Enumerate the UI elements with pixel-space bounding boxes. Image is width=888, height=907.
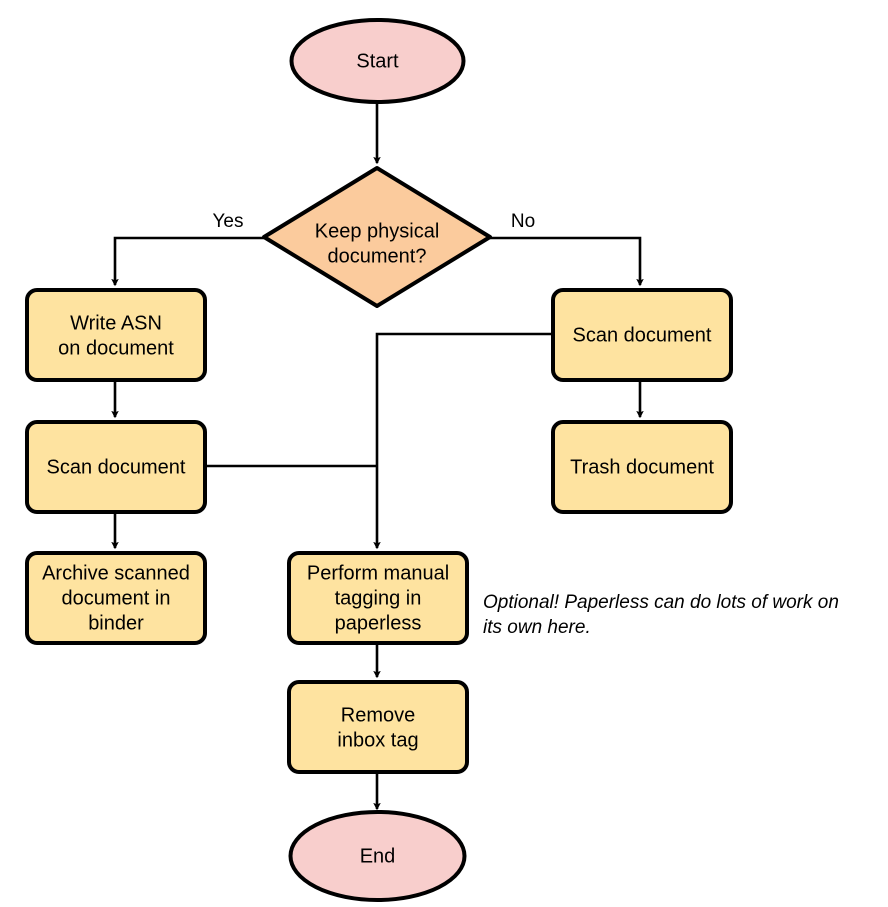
start-ellipse[interactable] bbox=[289, 18, 466, 104]
node-start[interactable]: Start bbox=[289, 18, 466, 104]
node-end[interactable]: End bbox=[288, 810, 467, 902]
scan-document-left-label: Scan document bbox=[47, 456, 186, 478]
node-perform-manual-tagging[interactable]: Perform manual tagging in paperless bbox=[287, 551, 469, 645]
node-remove-inbox-tag[interactable]: Remove inbox tag bbox=[287, 680, 469, 774]
scan-document-right-box[interactable] bbox=[551, 288, 733, 382]
edge-label-layer: Yes No bbox=[213, 211, 536, 232]
decision-label-line2: document? bbox=[328, 245, 427, 267]
archive-label-line3: binder bbox=[88, 612, 144, 634]
edge-decision-yes-to-write-asn bbox=[111, 236, 264, 287]
write-asn-label-line1: Write ASN bbox=[70, 312, 162, 334]
archive-label-line1: Archive scanned bbox=[42, 562, 190, 584]
edge-label-yes: Yes bbox=[213, 211, 244, 232]
edge-label-no: No bbox=[511, 211, 535, 232]
optional-note-line1: Optional! Paperless can do lots of work … bbox=[483, 592, 839, 613]
node-decision-keep-physical-document[interactable]: Keep physical document? bbox=[262, 166, 492, 308]
start-label: Start bbox=[356, 50, 399, 72]
archive-label-line2: document in bbox=[62, 587, 171, 609]
scan-document-right-label: Scan document bbox=[573, 324, 712, 346]
tagging-label-line1: Perform manual bbox=[307, 562, 449, 584]
archive-box[interactable] bbox=[25, 551, 207, 645]
trash-document-label: Trash document bbox=[570, 456, 714, 478]
decision-label-line1: Keep physical bbox=[315, 220, 440, 242]
node-archive-scanned-document[interactable]: Archive scanned document in binder bbox=[25, 551, 207, 645]
write-asn-label-line2: on document bbox=[58, 337, 174, 359]
remove-inbox-tag-box[interactable] bbox=[287, 680, 469, 774]
tagging-box[interactable] bbox=[287, 551, 469, 645]
tagging-label-line2: tagging in bbox=[335, 587, 422, 609]
end-label: End bbox=[360, 845, 396, 867]
node-write-asn-on-document[interactable]: Write ASN on document bbox=[25, 288, 207, 382]
node-trash-document[interactable]: Trash document bbox=[551, 420, 733, 514]
trash-document-box[interactable] bbox=[551, 420, 733, 514]
tagging-label-line3: paperless bbox=[335, 612, 422, 634]
decision-diamond[interactable] bbox=[262, 166, 492, 308]
remove-inbox-label-line1: Remove bbox=[341, 704, 415, 726]
write-asn-box[interactable] bbox=[25, 288, 207, 382]
scan-document-left-box[interactable] bbox=[25, 420, 207, 514]
optional-note-line2: its own here. bbox=[483, 617, 591, 638]
remove-inbox-label-line2: inbox tag bbox=[337, 729, 418, 751]
edge-scan-right-to-tagging bbox=[373, 332, 553, 550]
annotation-optional-note: Optional! Paperless can do lots of work … bbox=[483, 592, 839, 638]
end-ellipse[interactable] bbox=[288, 810, 467, 902]
edge-layer bbox=[111, 104, 644, 811]
node-scan-document-right[interactable]: Scan document bbox=[551, 288, 733, 382]
edge-decision-no-to-scan-right bbox=[490, 236, 644, 287]
node-scan-document-left[interactable]: Scan document bbox=[25, 420, 207, 514]
